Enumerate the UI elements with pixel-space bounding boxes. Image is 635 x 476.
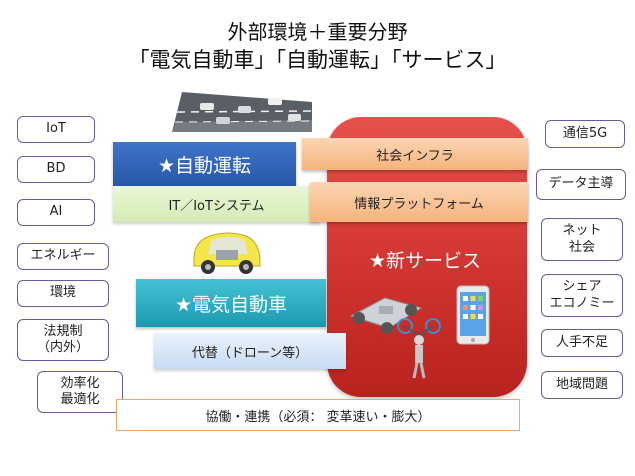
left-box-bd: BD bbox=[17, 156, 95, 183]
title-line-2: 「電気自動車」「自動運転」「サービス」 bbox=[128, 48, 507, 72]
right-box-5g: 通信5G bbox=[545, 120, 625, 148]
left-box-energy: エネルギー bbox=[17, 243, 109, 270]
new-service-label: ★新サービス bbox=[368, 250, 482, 272]
autonomous-driving-bar: ★自動運転 bbox=[113, 142, 296, 186]
right-box-sharing-economy: シェア エコノミー bbox=[541, 274, 623, 317]
left-box-efficiency: 効率化 最適化 bbox=[37, 371, 123, 413]
vehicle-chassis-illustration bbox=[349, 297, 423, 334]
collaboration-bar: 協働・連携（必須： 変革速い・膨大） bbox=[116, 399, 520, 431]
info-platform-bar: 情報プラットフォーム bbox=[310, 182, 528, 222]
alternative-drone-bar: 代替（ドローン等） bbox=[154, 333, 346, 369]
left-box-regulation: 法規制 （内外） bbox=[17, 319, 109, 361]
left-box-environment: 環境 bbox=[17, 280, 109, 307]
electric-vehicle-bar: ★電気自動車 bbox=[136, 279, 326, 327]
social-infra-bar: 社会インフラ bbox=[302, 138, 528, 170]
ev-car-illustration bbox=[193, 232, 261, 274]
left-box-iot: IoT bbox=[17, 116, 95, 143]
title-line-1: 外部環境＋重要分野 bbox=[227, 20, 408, 44]
right-box-net-society: ネット 社会 bbox=[541, 218, 623, 261]
right-box-labor-shortage: 人手不足 bbox=[541, 329, 623, 357]
drone-illustration bbox=[397, 318, 441, 379]
road-illustration bbox=[172, 92, 312, 132]
smartphone-illustration bbox=[456, 285, 490, 345]
right-box-regional-issues: 地域問題 bbox=[541, 371, 623, 399]
left-box-ai: AI bbox=[17, 199, 95, 226]
right-box-data-driven: データ主導 bbox=[536, 169, 626, 200]
it-iot-system-bar: IT／IoTシステム bbox=[113, 186, 320, 222]
